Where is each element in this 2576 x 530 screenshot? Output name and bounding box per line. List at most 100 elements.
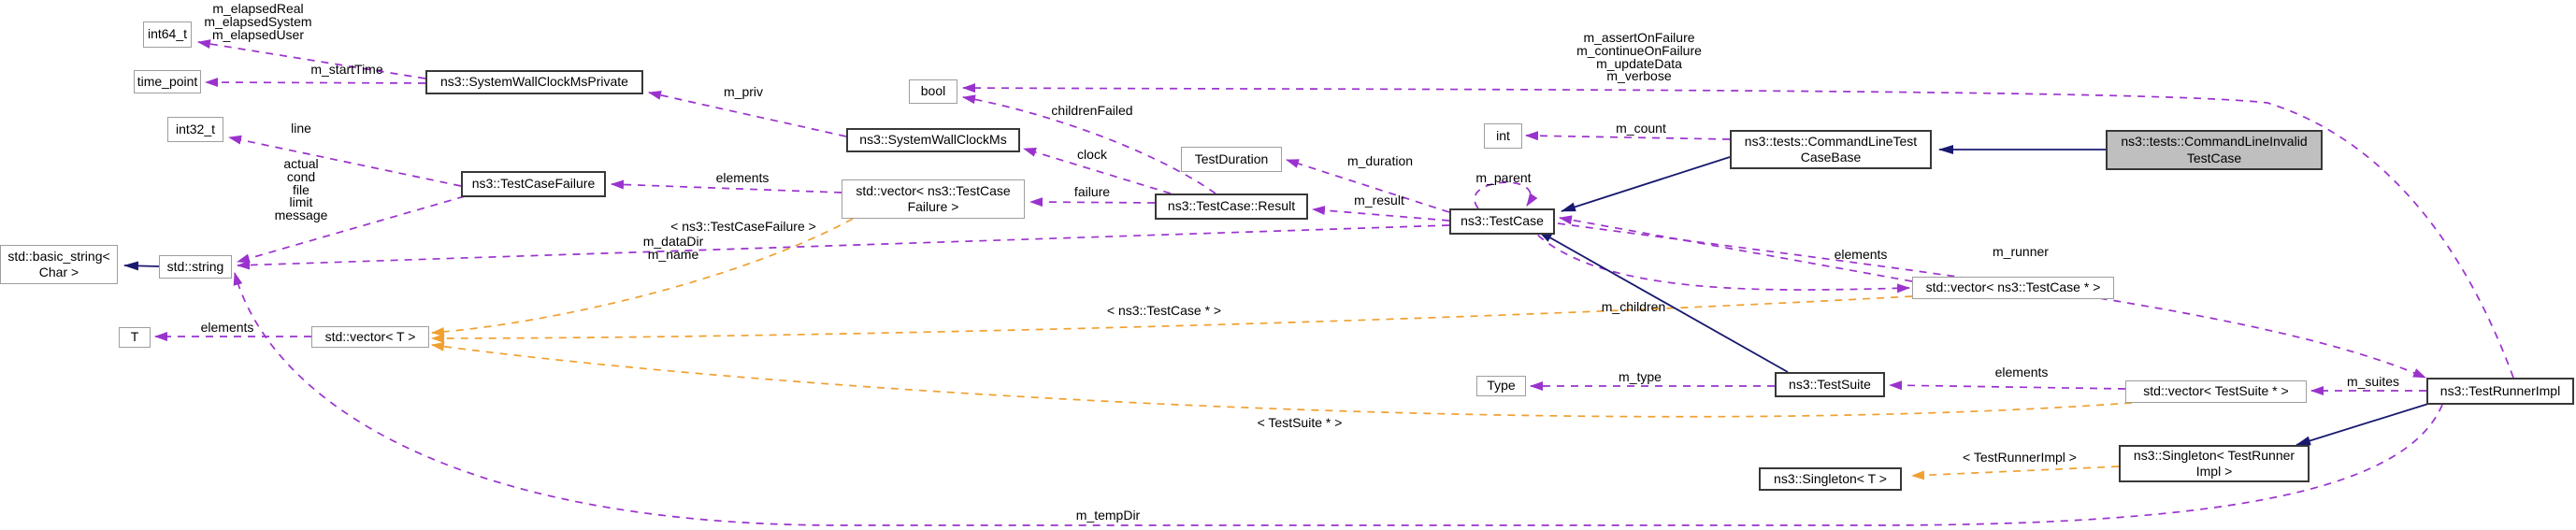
class-node-label: T [130, 329, 139, 345]
label-clock: clock [1077, 147, 1107, 162]
class-node-label: Char > [38, 265, 79, 279]
label-elements-t: elements [200, 320, 254, 335]
class-node-int: int [1484, 123, 1522, 149]
class-node-label: std::vector< ns3::TestCase [856, 182, 1011, 198]
edge-label-line: elements [1994, 365, 2049, 380]
class-node-label: ns3::SystemWallClockMs [859, 132, 1007, 148]
class-node-test-suite[interactable]: ns3::TestSuite [1775, 372, 1885, 397]
edge-label-line: < ns3::TestCaseFailure > [670, 219, 816, 234]
class-node-bool: bool [909, 79, 957, 104]
edge-failure-fields [237, 195, 466, 264]
class-node-test-runner-impl[interactable]: ns3::TestRunnerImpl [2426, 378, 2574, 405]
edge-label-line: m_verbose [1606, 68, 1672, 84]
class-node-label: Failure > [907, 199, 959, 214]
edge-m-runner [1557, 222, 2426, 379]
class-node-label: std::basic_string< [7, 248, 110, 264]
edge-children-failed [962, 94, 1216, 194]
class-node-label: ns3::TestSuite [1789, 376, 1871, 392]
class-node-std-basic-string: std::basic_string<Char > [0, 245, 118, 284]
label-m-suites: m_suites [2346, 374, 2400, 389]
class-node-label: ns3::SystemWallClockMsPrivate [440, 74, 628, 90]
class-node-t: T [119, 327, 151, 348]
edge-line [228, 135, 462, 187]
edge-template-tc [431, 295, 1913, 343]
edge-label-line: m_parent [1475, 170, 1532, 185]
edge-label-line: line [291, 121, 311, 136]
edge-label-line: m_suites [2346, 374, 2400, 389]
edge-label-line: < TestSuite * > [1257, 415, 1343, 430]
label-m-priv: m_priv [724, 85, 763, 99]
class-node-label: ns3::TestRunnerImpl [2439, 382, 2561, 398]
class-node-label: Impl > [2195, 464, 2233, 479]
class-node-time-point: time_point [134, 70, 201, 93]
label-failure: failure [1074, 185, 1110, 199]
class-node-int32-t: int32_t [167, 117, 223, 142]
edge-label-line: m_runner [1993, 244, 2049, 259]
label-start-time: m_startTime [310, 62, 383, 77]
edge-data-dir [237, 224, 1450, 270]
edge-label-line: limit [289, 194, 313, 210]
edge-label-line: m_startTime [310, 62, 383, 77]
edge-label-line: elements [715, 170, 770, 185]
edge-label-line: m_duration [1346, 153, 1414, 168]
label-elements-tcf: elements [715, 170, 770, 185]
label-template-tri: < TestRunnerImpl > [1963, 451, 2077, 465]
class-node-label: ns3::TestCase [1461, 213, 1544, 229]
class-node-label: ns3::TestCase::Result [1167, 198, 1296, 214]
label-m-temp-dir: m_tempDir [1076, 509, 1140, 523]
edge-label-line: childrenFailed [1051, 103, 1133, 118]
edge-label-line: clock [1077, 147, 1107, 162]
class-node-system-wall-clock-ms-private[interactable]: ns3::SystemWallClockMsPrivate [425, 70, 643, 94]
class-node-vector-test-suite-ptr: std::vector< TestSuite * > [2125, 380, 2307, 403]
class-node-test-case-result[interactable]: ns3::TestCase::Result [1155, 193, 1308, 220]
label-m-children: m_children [1602, 300, 1665, 314]
edge-label-line: elements [1834, 247, 1888, 262]
label-m-parent: m_parent [1475, 170, 1532, 185]
class-node-test-case[interactable]: ns3::TestCase [1449, 208, 1555, 235]
edge-elements-ts [1889, 380, 2126, 391]
label-m-count: m_count [1616, 122, 1666, 136]
class-node-label: std::vector< T > [324, 328, 416, 344]
edge-label-line: cond [286, 168, 316, 184]
edge-elapsed [197, 39, 426, 79]
edge-failure [1029, 197, 1156, 208]
edge-label-line: message [274, 208, 328, 223]
class-node-label: CaseBase [1800, 150, 1862, 165]
class-node-std-string: std::string [159, 255, 232, 279]
edge-label-line: m_elapsedReal [212, 1, 304, 16]
edge-label-line: elements [200, 320, 254, 335]
class-node-label: ns3::tests::CommandLineTest [1744, 133, 1918, 149]
class-node-vector-test-case-ptr: std::vector< ns3::TestCase * > [1912, 277, 2114, 299]
class-node-label: ns3::Singleton< TestRunner [2133, 447, 2295, 463]
edge-elements-tc [1559, 215, 1913, 282]
edge-m-parent [1474, 181, 1538, 209]
class-node-type: Type [1476, 376, 1526, 396]
class-node-test-case-failure[interactable]: ns3::TestCaseFailure [461, 171, 606, 197]
edge-start-time [205, 78, 426, 88]
class-node-label: time_point [137, 73, 198, 89]
edge-m-priv [648, 90, 847, 137]
label-elements-ts: elements [1994, 365, 2049, 380]
label-m-runner: m_runner [1993, 244, 2049, 259]
edge-template-tri [1911, 466, 2120, 480]
edge-m-temp-dir [233, 272, 2443, 526]
edge-m-children [1527, 224, 1910, 294]
edge-label-line: m_updateData [1596, 55, 1682, 71]
edge-inherit-base [1561, 156, 1731, 212]
edge-label-line: m_continueOnFailure [1576, 42, 1702, 58]
class-node-singleton-t[interactable]: ns3::Singleton< T > [1759, 467, 1902, 491]
edge-inherit-string [123, 261, 160, 271]
edge-template-tcf [431, 218, 854, 337]
class-node-system-wall-clock-ms[interactable]: ns3::SystemWallClockMs [846, 128, 1020, 152]
edge-label-line: m_elapsedSystem [204, 13, 312, 29]
edge-elements-tcf [611, 179, 842, 193]
edge-m-count [1525, 131, 1731, 141]
class-node-label: bool [920, 83, 946, 99]
